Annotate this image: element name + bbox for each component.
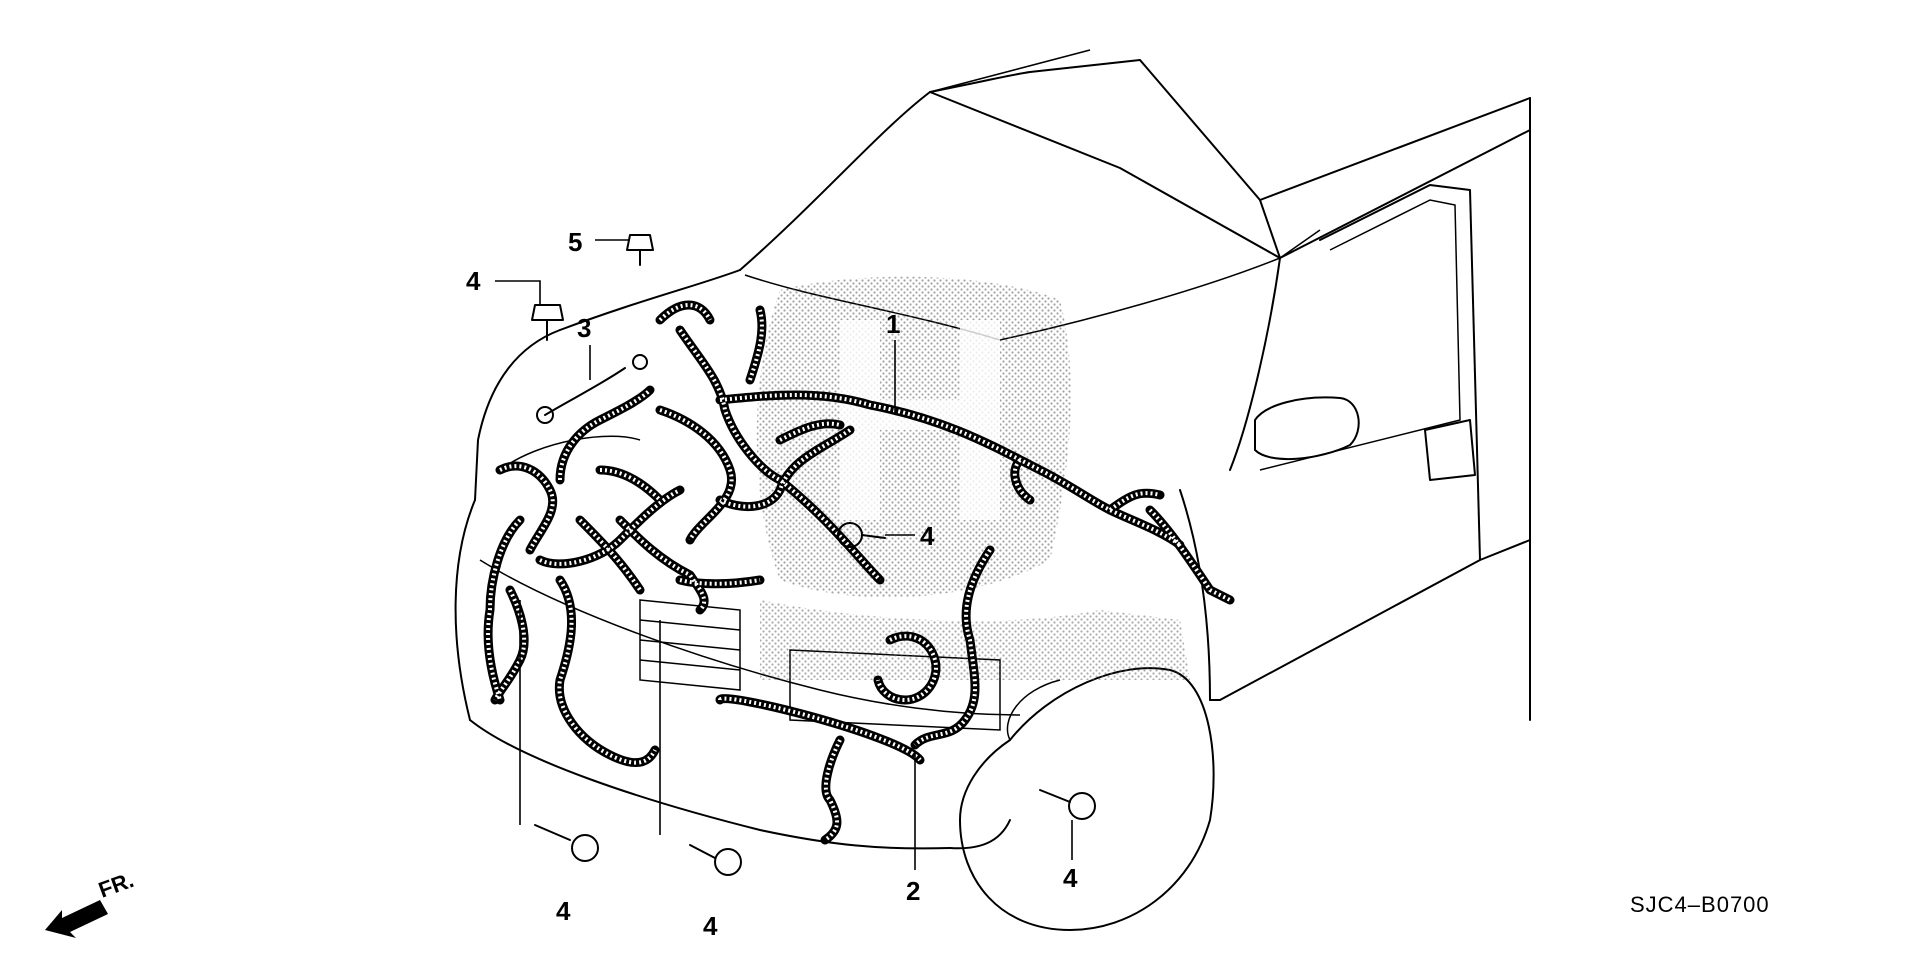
harness-corrugation — [1012, 458, 1032, 502]
callout-3: 3 — [577, 313, 591, 343]
harness-corrugation — [557, 578, 657, 765]
harness-corrugation — [599, 468, 662, 502]
callout-4-bottom-middle: 4 — [703, 911, 718, 941]
harness-corrugation — [1108, 491, 1161, 512]
front-arrow-icon — [45, 900, 108, 938]
callout-4-hood: 4 — [466, 266, 481, 296]
bolt-bottom-right — [1039, 789, 1096, 820]
harness-corrugation — [748, 309, 764, 381]
harness-corrugation — [719, 393, 1182, 547]
harness-segment — [873, 631, 941, 705]
front-label: FR. — [95, 867, 137, 903]
harness-corrugation — [578, 518, 642, 592]
leader-lines — [495, 239, 1073, 870]
ground-bolt-hood-left — [531, 304, 564, 341]
harness-segment — [655, 300, 715, 325]
harness-corrugation — [678, 328, 882, 582]
callout-1: 1 — [886, 309, 900, 339]
bolt-bottom-middle — [689, 844, 742, 876]
harness-corrugation — [913, 548, 992, 747]
callout-4-bottom-right: 4 — [1063, 863, 1078, 893]
harness-segment — [615, 515, 709, 615]
callout-5: 5 — [568, 227, 582, 257]
harness-corrugation — [493, 589, 527, 701]
brand-watermark-pattern — [756, 276, 1190, 680]
ground-cable — [536, 354, 648, 424]
drawing-code: SJC4–B0700 — [1630, 892, 1770, 917]
wire-harness — [483, 300, 1235, 845]
callout-4-center: 4 — [920, 521, 935, 551]
harness-corrugation — [1148, 508, 1231, 602]
bolt-bottom-left — [534, 824, 599, 862]
harness-corrugation — [823, 739, 842, 842]
harness-corrugation — [486, 518, 522, 701]
callout-labels: 1 2 3 4 4 4 4 4 5 — [466, 227, 1078, 941]
harness-corrugation — [539, 488, 681, 566]
harness-corrugation — [558, 388, 652, 481]
callout-2: 2 — [906, 876, 920, 906]
harness-corrugation — [659, 408, 734, 542]
harness-corrugation — [499, 464, 555, 551]
bolt-center — [837, 522, 886, 548]
front-direction-indicator: FR. — [45, 867, 137, 938]
callout-4-bottom-left: 4 — [556, 896, 571, 926]
harness-segment — [595, 465, 665, 505]
harness-segment — [715, 425, 855, 512]
harness-corrugation — [679, 578, 761, 586]
harness-corrugation — [718, 696, 922, 762]
vehicle-body-outline — [454, 49, 1531, 931]
flange-bolt-top — [626, 234, 654, 266]
harness-segment — [715, 694, 925, 765]
harness-corrugation — [779, 421, 841, 442]
